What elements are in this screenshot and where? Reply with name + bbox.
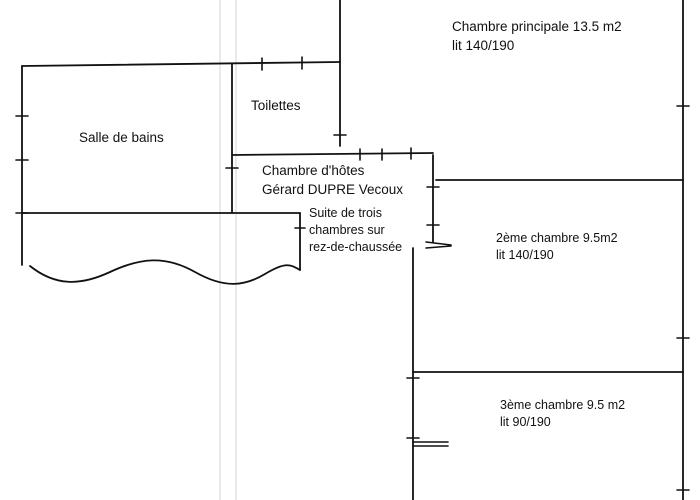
plan-note-line3: rez-de-chaussée <box>309 239 403 254</box>
third-bedroom-name: 3ème chambre 9.5 m2 <box>500 398 626 412</box>
toilet-bottom-wall <box>231 152 434 156</box>
plan-title-line2: Gérard DUPRE Vecoux <box>262 181 404 197</box>
main-bedroom-label: Chambre principale 13.5 m2 lit 140/190 <box>452 18 622 56</box>
toilet-label: Toilettes <box>251 98 301 113</box>
cut-off-wavy-line <box>29 259 301 285</box>
bathroom-label: Salle de bains <box>79 130 164 145</box>
plan-title: Chambre d'hôtes Gérard DUPRE Vecoux <box>262 162 403 200</box>
plan-note-line2: chambres sur <box>309 222 385 237</box>
door-marker-second-bedroom <box>425 241 452 246</box>
dimension-ticks <box>15 56 690 491</box>
main-bedroom-name: Chambre principale 13.5 m2 <box>452 19 622 34</box>
bathroom-walls <box>21 61 434 285</box>
door-markers <box>412 241 452 447</box>
plan-title-line1: Chambre d'hôtes <box>262 163 365 178</box>
main-bedroom-bed: lit 140/190 <box>452 37 515 53</box>
second-bedroom-label: 2ème chambre 9.5m2 lit 140/190 <box>496 230 618 264</box>
plan-note-line1: Suite de trois <box>309 206 382 220</box>
third-bedroom-bed: lit 90/190 <box>500 414 551 429</box>
paper-fold-lines <box>219 0 237 500</box>
plan-note: Suite de trois chambres sur rez-de-chaus… <box>309 205 402 256</box>
second-bedroom-bed: lit 140/190 <box>496 247 554 262</box>
bedroom-walls <box>339 0 684 500</box>
bathroom-top-wall <box>21 61 341 67</box>
second-bedroom-name: 2ème chambre 9.5m2 <box>496 231 618 245</box>
third-bedroom-label: 3ème chambre 9.5 m2 lit 90/190 <box>500 397 625 431</box>
